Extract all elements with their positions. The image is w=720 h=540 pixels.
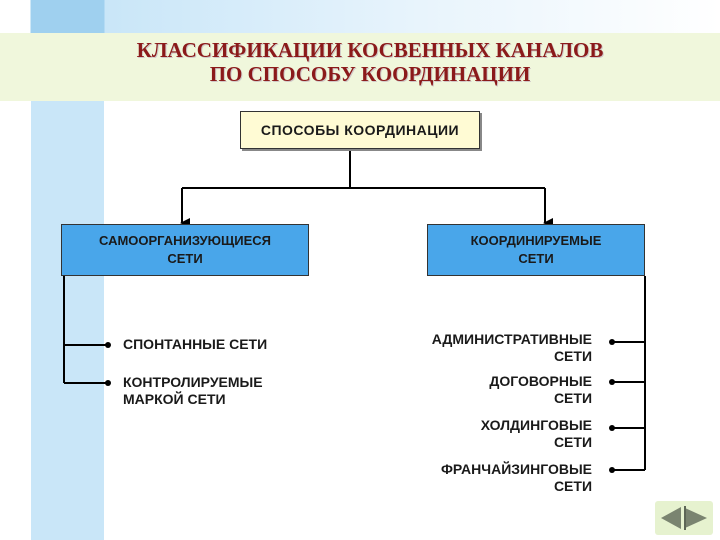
right-item-contractual: ДОГОВОРНЫЕ СЕТИ (489, 373, 592, 407)
category-coordinated: КООРДИНИРУЕМЫЕ СЕТИ (427, 224, 645, 276)
left-item-2-line-1: КОНТРОЛИРУЕМЫЕ (123, 374, 263, 390)
right-item-1-line-2: СЕТИ (553, 348, 592, 364)
right-item-2-line-1: ДОГОВОРНЫЕ (489, 373, 592, 389)
right-item-3-line-1: ХОЛДИНГОВЫЕ (480, 417, 592, 433)
category-left-line-1: САМООРГАНИЗУЮЩИЕСЯ (99, 233, 271, 248)
right-bullet-3 (609, 425, 615, 431)
right-bullet-4 (609, 467, 615, 473)
category-self-organizing: САМООРГАНИЗУЮЩИЕСЯ СЕТИ (61, 224, 309, 276)
right-item-4-line-2: СЕТИ (553, 478, 592, 494)
right-item-1-line-1: АДМИНИСТРАТИВНЫЕ (431, 331, 592, 347)
left-bullet-2 (105, 380, 111, 386)
left-item-2-line-2: МАРКОЙ СЕТИ (123, 391, 226, 407)
slide-nav (655, 501, 713, 535)
root-box: СПОСОБЫ КООРДИНАЦИИ (240, 111, 480, 149)
left-bullet-1 (105, 342, 111, 348)
right-item-3-line-2: СЕТИ (553, 434, 592, 450)
right-item-2-line-2: СЕТИ (553, 390, 592, 406)
category-left-line-2: СЕТИ (167, 251, 203, 266)
title-band (0, 33, 720, 101)
back-arrow-icon[interactable] (661, 507, 681, 529)
top-decor-bar (0, 0, 720, 33)
title-line-1: КЛАССИФИКАЦИИ КОСВЕННЫХ КАНАЛОВ (136, 38, 604, 62)
left-decor-band (31, 33, 104, 540)
right-item-administrative: АДМИНИСТРАТИВНЫЕ СЕТИ (432, 331, 592, 365)
left-item-1-line-1: СПОНТАННЫЕ СЕТИ (123, 336, 268, 352)
right-item-holding: ХОЛДИНГОВЫЕ СЕТИ (481, 417, 592, 451)
title-line-2: ПО СПОСОБУ КООРДИНАЦИИ (209, 62, 531, 86)
slide-title: КЛАССИФИКАЦИИ КОСВЕННЫХ КАНАЛОВ ПО СПОСО… (80, 38, 660, 86)
forward-arrow-icon[interactable] (684, 506, 707, 530)
right-item-4-line-1: ФРАНЧАЙЗИНГОВЫЕ (440, 461, 592, 477)
left-item-brand-controlled: КОНТРОЛИРУЕМЫЕ МАРКОЙ СЕТИ (123, 374, 263, 408)
right-bullet-1 (609, 339, 615, 345)
right-item-franchise: ФРАНЧАЙЗИНГОВЫЕ СЕТИ (441, 461, 592, 495)
left-item-spontaneous: СПОНТАННЫЕ СЕТИ (123, 336, 267, 353)
right-bullet-2 (609, 379, 615, 385)
category-right-line-1: КООРДИНИРУЕМЫЕ (470, 233, 602, 248)
category-right-line-2: СЕТИ (518, 251, 554, 266)
